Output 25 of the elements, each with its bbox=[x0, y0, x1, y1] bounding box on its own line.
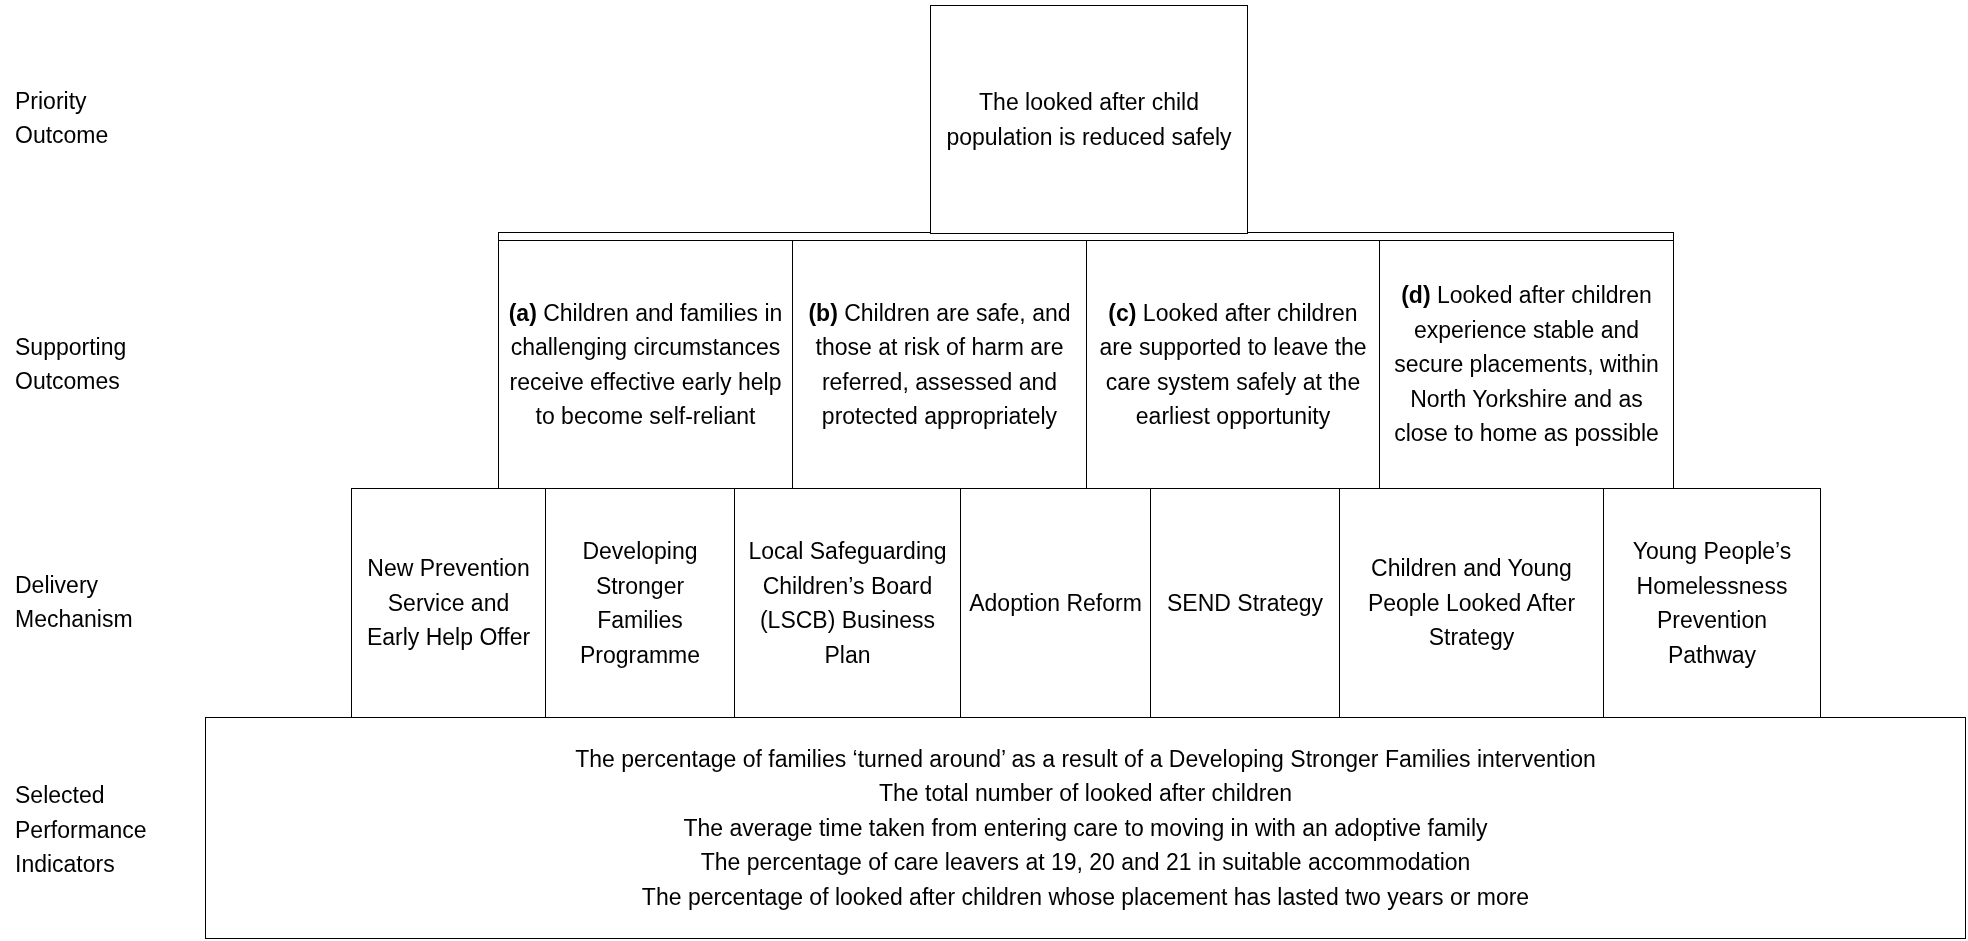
outcome-box bbox=[498, 240, 793, 489]
indicator-text: The percentage of looked after children whose placement has lasted two years or more bbox=[641, 882, 1530, 912]
row-heading: Delivery Mechanism bbox=[15, 570, 134, 634]
box-text: Adoption Reform bbox=[969, 588, 1142, 618]
box-text: The looked after child population is reduced safely bbox=[945, 88, 1233, 152]
box-text: Local Safeguarding Children’s Board (LSCB) Business Plan bbox=[747, 537, 948, 670]
row-heading: Supporting Outcomes bbox=[15, 332, 128, 396]
box-text: (d) Looked after children experience stable and secure placements, within North Yorkshire and as close to home as possible bbox=[1393, 281, 1660, 449]
box-text: New Prevention Service and Early Help Offer bbox=[365, 554, 532, 653]
outcome-box bbox=[1379, 240, 1674, 489]
outcome-box bbox=[930, 5, 1248, 234]
indicators-box bbox=[205, 717, 1966, 939]
box-text: (a) Children and families in challenging circumstances receive effective early help to become self-reliant bbox=[507, 298, 784, 431]
row-heading: Selected Performance Indicators bbox=[15, 781, 148, 879]
box-text: Developing Stronger Families Programme bbox=[578, 537, 702, 670]
indicator-text: The percentage of care leavers at 19, 20 and 21 in suitable accommodation bbox=[700, 848, 1471, 878]
indicator-text: The percentage of families ‘turned around’ as a result of a Developing Stronger Families intervention bbox=[575, 744, 1596, 774]
box-text: SEND Strategy bbox=[1167, 588, 1323, 618]
row-heading: Priority Outcome bbox=[15, 86, 110, 150]
box-text: Young People’s Homelessness Prevention Pathway bbox=[1631, 537, 1793, 670]
box-text: (c) Looked after children are supported to leave the care system safely at the earliest opportunity bbox=[1098, 298, 1368, 431]
indicator-text: The total number of looked after children bbox=[879, 779, 1292, 809]
box-text: (b) Children are safe, and those at risk of harm are referred, assessed and protected appropriately bbox=[807, 298, 1072, 431]
box-text: Children and Young People Looked After Strategy bbox=[1366, 554, 1577, 653]
indicator-text: The average time taken from entering care to moving in with an adoptive family bbox=[683, 813, 1488, 843]
